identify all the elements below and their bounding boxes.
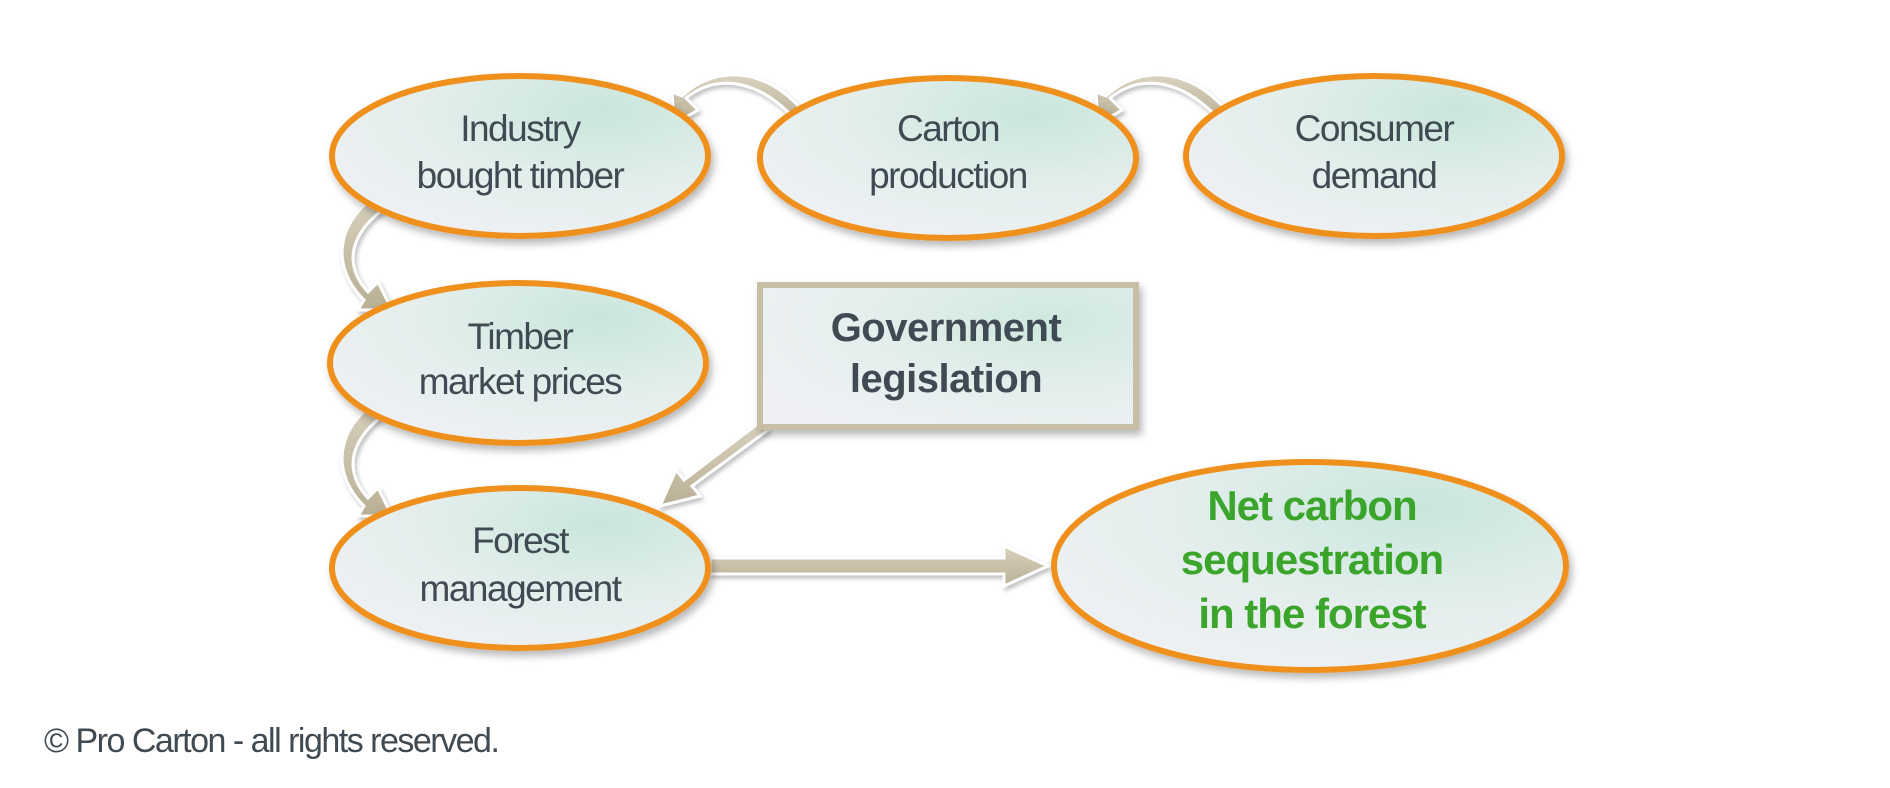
node-forest-management: Forest management [329,485,711,651]
node-consumer-demand: Consumer demand [1183,73,1565,239]
government-box [757,282,1139,430]
result-line3: in the forest [1198,590,1426,637]
arrow-industry-to-timber [340,188,401,312]
arrow-consumer-to-carton [1094,73,1229,127]
node-net-carbon-sequestration: Net carbon sequestration in the forest [1051,459,1569,673]
result-ellipse [1051,459,1569,673]
node-carton-line1: Carton [897,108,999,149]
node-timber-ellipse [327,280,709,446]
node-timber-market-prices: Timber market prices [327,280,709,446]
node-forest-ellipse [329,485,711,651]
arrow-forest-to-result [708,543,1052,589]
node-consumer-line1: Consumer [1295,108,1455,149]
node-forest-line1: Forest [472,520,570,561]
copyright-notice: © Pro Carton - all rights reserved. [44,722,500,760]
node-forest-line2: management [420,568,623,609]
node-industry-ellipse [329,73,711,239]
node-carton-ellipse [757,75,1139,241]
node-government-legislation: Government legislation [757,282,1139,430]
arrow-carton-to-industry [670,73,805,127]
node-carton-line2: production [869,155,1027,196]
node-consumer-ellipse [1183,73,1565,239]
node-consumer-line2: demand [1312,155,1437,196]
node-timber-line2: market prices [419,361,623,402]
node-industry-line2: bought timber [417,155,625,196]
arrow-government-to-forest [657,420,771,509]
result-line2: sequestration [1181,536,1443,583]
node-industry-line1: Industry [460,108,582,149]
result-line1: Net carbon [1207,482,1416,529]
node-carton-production: Carton production [757,75,1139,241]
arrow-timber-to-forest [340,394,401,518]
node-industry-bought-timber: Industry bought timber [329,73,711,239]
government-line2: legislation [850,357,1042,401]
node-timber-line1: Timber [468,316,574,357]
arrows-layer [340,73,1229,589]
government-line1: Government [831,306,1062,350]
